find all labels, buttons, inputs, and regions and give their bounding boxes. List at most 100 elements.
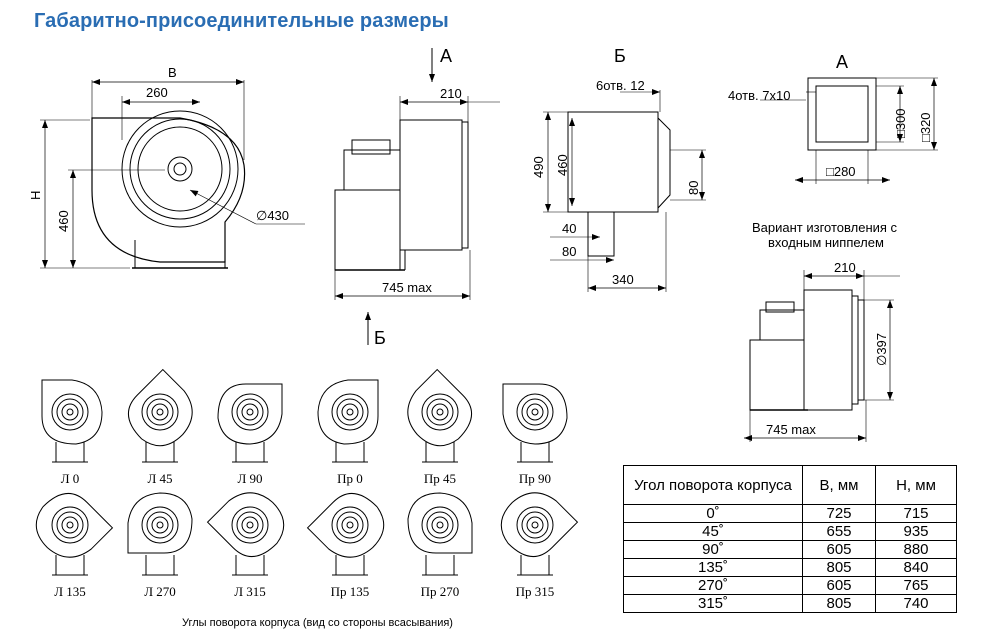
fan-housing bbox=[407, 368, 472, 447]
impeller-ring bbox=[141, 393, 179, 431]
view-b-holes-label: 6отв. 12 bbox=[596, 78, 645, 93]
fan-stand bbox=[332, 442, 368, 463]
impeller-ring bbox=[146, 398, 174, 426]
view-a-holes-label: 4отв. 7х10 bbox=[728, 88, 790, 103]
view-b bbox=[543, 89, 706, 292]
cell-b: 805 bbox=[802, 558, 876, 577]
fan-stand bbox=[232, 442, 268, 463]
rotation-icon bbox=[128, 368, 193, 463]
fan-stand bbox=[52, 555, 88, 576]
fan-stand bbox=[332, 555, 368, 576]
side-view bbox=[334, 48, 500, 345]
variant-view bbox=[744, 270, 900, 442]
cell-h: 935 bbox=[875, 522, 957, 541]
impeller-ring bbox=[526, 403, 544, 421]
rotation-label: Пр 0 bbox=[337, 471, 363, 486]
dim-260-label: 260 bbox=[146, 85, 168, 100]
impeller-ring bbox=[241, 516, 259, 534]
variant-dim-397: ∅397 bbox=[874, 333, 889, 366]
impeller-ring bbox=[431, 516, 449, 534]
impeller-ring bbox=[141, 506, 179, 544]
side-dim-210-label: 210 bbox=[440, 86, 462, 101]
impeller-ring bbox=[146, 511, 174, 539]
col-header-h: Н, мм bbox=[875, 465, 957, 505]
cell-angle: 45˚ bbox=[623, 522, 803, 541]
cell-h: 880 bbox=[875, 540, 957, 559]
fan-housing bbox=[127, 492, 193, 554]
impeller-ring bbox=[51, 393, 89, 431]
view-b-dim-490: 490 bbox=[531, 156, 546, 178]
cell-h: 840 bbox=[875, 558, 957, 577]
rotation-label: Л 135 bbox=[54, 584, 86, 599]
front-view bbox=[40, 79, 305, 269]
variant-dim-745: 745 max bbox=[766, 422, 816, 437]
impeller-ring bbox=[436, 408, 444, 416]
cell-angle: 270˚ bbox=[623, 576, 803, 595]
impeller-ring bbox=[231, 393, 269, 431]
fan-housing bbox=[306, 493, 385, 558]
cell-b: 805 bbox=[802, 594, 876, 613]
impeller-ring bbox=[331, 393, 369, 431]
impeller-ring bbox=[66, 521, 74, 529]
side-dim-745-label: 745 max bbox=[382, 280, 432, 295]
variant-caption-line2: входным ниппелем bbox=[768, 235, 884, 250]
impeller-ring bbox=[246, 408, 254, 416]
rotation-label: Пр 45 bbox=[424, 471, 456, 486]
fan-housing bbox=[502, 383, 568, 445]
cell-b: 655 bbox=[802, 522, 876, 541]
impeller-ring bbox=[531, 521, 539, 529]
impeller-ring bbox=[61, 516, 79, 534]
view-b-dim-340: 340 bbox=[612, 272, 634, 287]
view-a-dim-320: □320 bbox=[918, 112, 933, 142]
rotation-icon bbox=[502, 383, 568, 463]
rotation-label: Пр 315 bbox=[516, 584, 555, 599]
view-a-dim-300: □300 bbox=[893, 108, 908, 138]
fan-stand bbox=[422, 442, 458, 463]
impeller-ring bbox=[526, 516, 544, 534]
rotation-label: Пр 135 bbox=[331, 584, 370, 599]
rotation-icon bbox=[217, 383, 283, 463]
view-b-dim-80-right: 80 bbox=[686, 181, 701, 195]
dim-h-label: Н bbox=[28, 191, 43, 200]
rotation-label: Л 315 bbox=[234, 584, 266, 599]
cell-b: 725 bbox=[802, 504, 876, 523]
cell-b: 605 bbox=[802, 576, 876, 595]
impeller-ring bbox=[436, 521, 444, 529]
impeller-ring bbox=[156, 408, 164, 416]
rotation-label: Л 0 bbox=[61, 471, 80, 486]
page-title: Габаритно-присоединительные размеры bbox=[34, 10, 449, 32]
dim-b-label: В bbox=[168, 65, 177, 80]
impeller-ring bbox=[521, 398, 549, 426]
view-b-dim-40: 40 bbox=[562, 221, 576, 236]
impeller-ring bbox=[531, 408, 539, 416]
fan-stand bbox=[142, 442, 178, 463]
impeller-ring bbox=[61, 403, 79, 421]
impeller-ring bbox=[236, 511, 264, 539]
variant-dim-210: 210 bbox=[834, 260, 856, 275]
fan-housing bbox=[317, 379, 379, 445]
rotation-icon bbox=[317, 379, 379, 463]
fan-housing bbox=[206, 492, 285, 557]
fan-housing bbox=[128, 368, 193, 447]
rotation-icon bbox=[206, 492, 285, 576]
fan-stand bbox=[232, 555, 268, 576]
col-header-b: В, мм bbox=[802, 465, 876, 505]
table-header-row: Угол поворота корпуса В, мм Н, мм bbox=[623, 465, 957, 505]
impeller-ring bbox=[516, 393, 554, 431]
impeller-ring bbox=[56, 511, 84, 539]
cell-angle: 90˚ bbox=[623, 540, 803, 559]
impeller-ring bbox=[426, 511, 454, 539]
impeller-ring bbox=[246, 521, 254, 529]
impeller-ring bbox=[66, 408, 74, 416]
impeller-ring bbox=[421, 506, 459, 544]
cell-angle: 0˚ bbox=[623, 504, 803, 523]
fan-stand bbox=[52, 442, 88, 463]
rotation-label: Л 90 bbox=[237, 471, 262, 486]
dim-460-label: 460 bbox=[56, 210, 71, 232]
rotation-icon bbox=[500, 492, 579, 576]
fan-housing bbox=[41, 379, 103, 445]
view-b-title: Б bbox=[614, 46, 626, 66]
impeller-ring bbox=[336, 398, 364, 426]
